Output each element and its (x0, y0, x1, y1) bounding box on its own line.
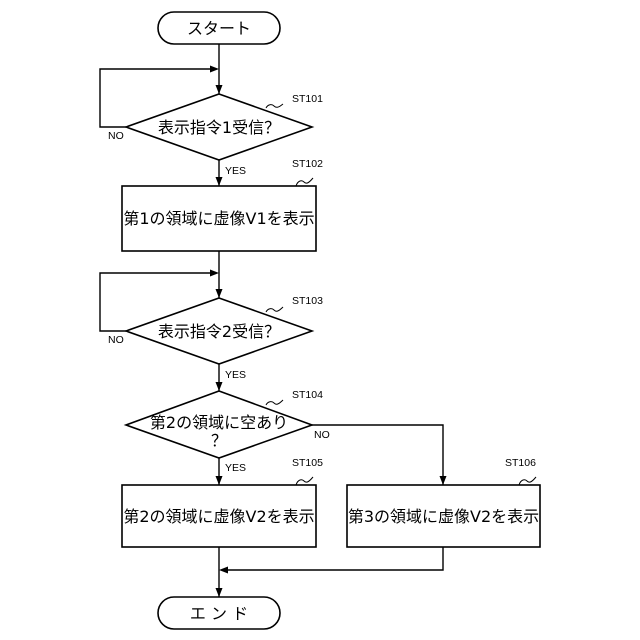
st101-step-id: ST101 (292, 93, 323, 105)
arrow-into-st106 (440, 476, 447, 485)
st102-step-id: ST102 (292, 158, 323, 170)
arrow-into-st101 (216, 85, 223, 94)
process-st105: 第2の領域に虚像V2を表示 ST105 (122, 457, 323, 547)
connector-st106-merge (225, 547, 443, 570)
st105-label: 第2の領域に虚像V2を表示 (123, 507, 314, 526)
end-terminal: エ ン ド (158, 597, 280, 629)
arrow-st101-no-loop (210, 66, 219, 73)
st104-no-label: NO (314, 429, 330, 441)
decision-st101: 表示指令1受信？ ST101 NO YES (108, 93, 323, 177)
st104-leader (266, 400, 283, 405)
st101-no-label: NO (108, 130, 124, 142)
st103-leader (266, 307, 283, 312)
st104-step-id: ST104 (292, 389, 323, 401)
st105-step-id: ST105 (292, 457, 323, 469)
connector-st104-no (312, 425, 443, 485)
decision-st103: 表示指令2受信？ ST103 NO YES (108, 295, 323, 381)
st103-step-id: ST103 (292, 295, 323, 307)
st101-leader (266, 104, 283, 108)
arrow-merge (219, 567, 228, 574)
st105-leader (296, 477, 313, 485)
arrow-into-st105 (216, 476, 223, 485)
st106-leader (519, 477, 536, 485)
st102-leader (296, 178, 313, 186)
start-label: スタート (187, 19, 251, 38)
st102-label: 第1の領域に虚像V1を表示 (123, 209, 314, 228)
st101-yes-label: YES (225, 165, 246, 177)
st103-yes-label: YES (225, 369, 246, 381)
arrow-into-st102 (216, 177, 223, 186)
start-terminal: スタート (158, 12, 280, 44)
arrow-into-st103 (216, 289, 223, 298)
arrow-into-st104 (216, 382, 223, 391)
st106-label: 第3の領域に虚像V2を表示 (348, 507, 539, 526)
arrow-into-end (216, 588, 223, 597)
st106-step-id: ST106 (505, 457, 536, 469)
st103-label: 表示指令2受信？ (158, 322, 280, 341)
arrow-st103-no-loop (210, 270, 219, 277)
st103-no-label: NO (108, 334, 124, 346)
end-label: エ ン ド (190, 604, 248, 623)
st104-label-line2: ？ (211, 431, 227, 450)
process-st102: 第1の領域に虚像V1を表示 ST102 (122, 158, 323, 251)
st104-yes-label: YES (225, 462, 246, 474)
st101-label: 表示指令1受信？ (158, 118, 280, 137)
st104-label-line1: 第2の領域に空あり (150, 413, 288, 432)
